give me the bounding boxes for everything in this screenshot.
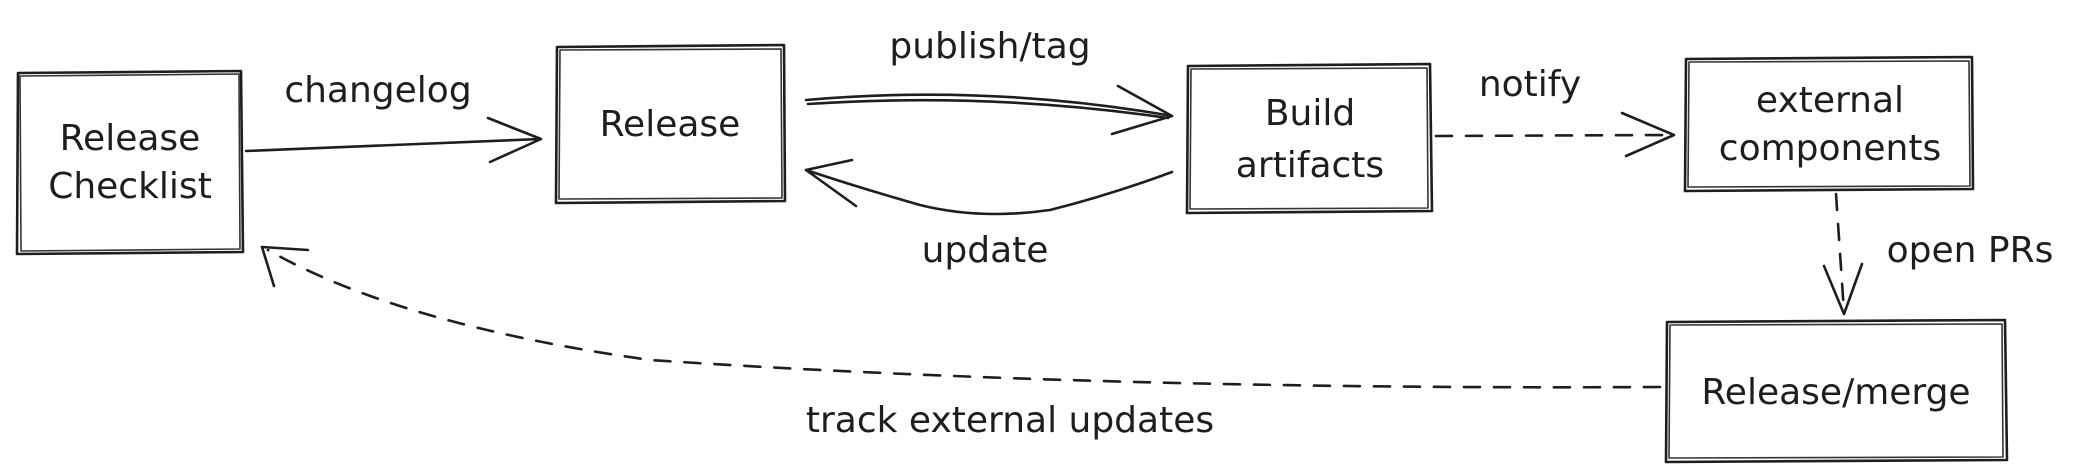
- node-build-artifacts-label-line1: Build: [1265, 93, 1355, 134]
- edge-track-external-updates-label: track external updates: [806, 400, 1214, 441]
- edge-open-prs-label: open PRs: [1887, 230, 2054, 271]
- node-external-components-label-line2: components: [1719, 128, 1941, 169]
- node-release-merge[interactable]: Release/merge: [1664, 318, 2009, 464]
- node-release-merge-label: Release/merge: [1701, 372, 1970, 413]
- node-release-checklist[interactable]: Release Checklist: [15, 69, 245, 256]
- node-build-artifacts[interactable]: Build artifacts: [1185, 62, 1434, 215]
- node-release-checklist-label-line1: Release: [60, 118, 201, 159]
- edge-notify: notify: [1434, 64, 1676, 158]
- edge-notify-label: notify: [1479, 64, 1581, 105]
- edge-changelog: changelog: [244, 70, 543, 164]
- edge-publish-tag: publish/tag: [804, 26, 1174, 136]
- edge-changelog-label: changelog: [284, 70, 471, 111]
- node-release[interactable]: Release: [554, 43, 787, 205]
- node-external-components-label-line1: external: [1756, 80, 1904, 121]
- edge-track-external-updates: track external updates: [260, 245, 1662, 441]
- edge-update: update: [804, 158, 1174, 271]
- node-release-checklist-label-line2: Checklist: [48, 166, 212, 207]
- edge-publish-tag-label: publish/tag: [889, 26, 1090, 67]
- node-build-artifacts-label-line2: artifacts: [1236, 145, 1384, 186]
- node-release-label: Release: [600, 104, 741, 145]
- edge-update-label: update: [922, 230, 1049, 271]
- node-external-components[interactable]: external components: [1683, 55, 1975, 193]
- edge-open-prs: open PRs: [1822, 192, 2054, 316]
